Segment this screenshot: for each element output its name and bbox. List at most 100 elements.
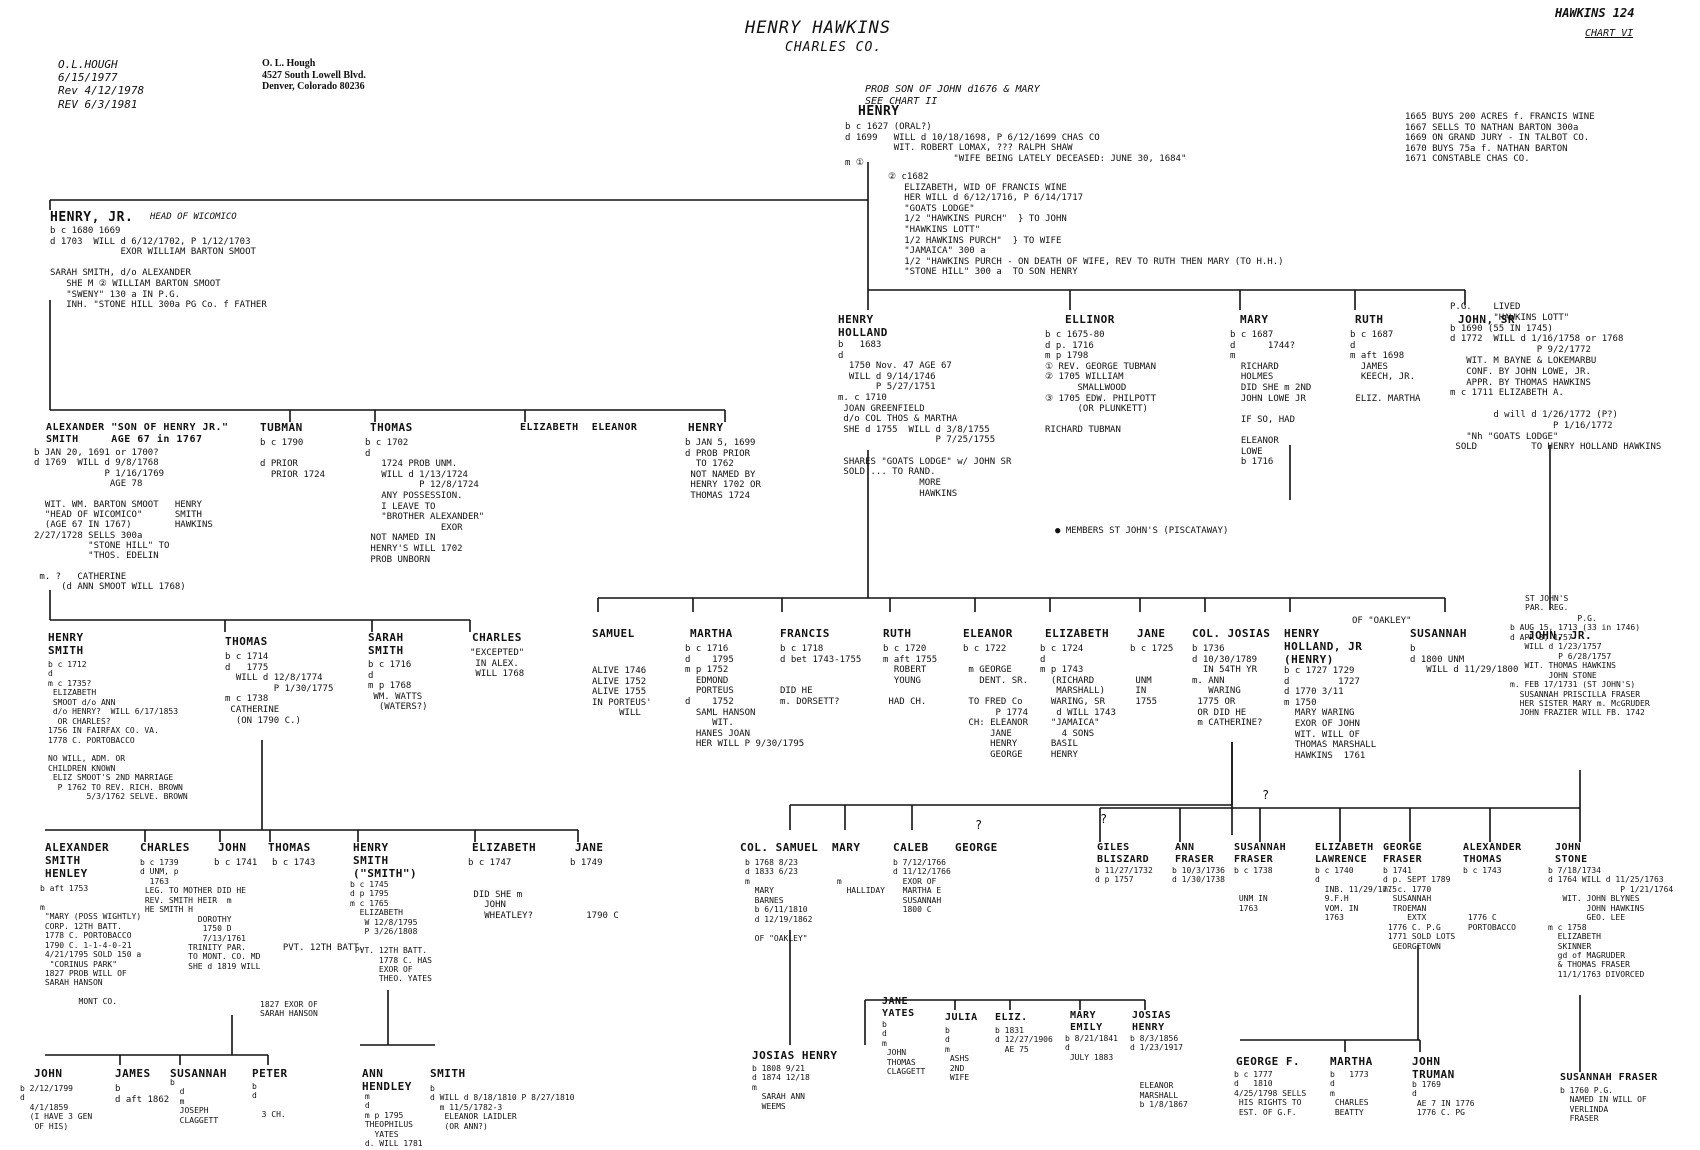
root-note: PROB SON OF JOHN d1676 & MARY SEE CHART … (865, 84, 1040, 107)
g3-alexander-name: ALEXANDER "SON OF HENRY JR." SMITH AGE 6… (46, 422, 229, 445)
g3-thomas-name: THOMAS (370, 421, 413, 434)
g5s-josias-henry-name: JOSIAS HENRY (752, 1049, 838, 1062)
g5s-eliz-details: b 1831 d 12/27/1906 AE 75 (995, 1026, 1053, 1054)
g3h-ruth-name: RUTH (883, 627, 912, 640)
g4j-susannah-name: SUSANNAH FRASER (1234, 842, 1287, 865)
g4j-elizabeth-details: b c 1740 d INB. 11/29/1775 9.F.H VOM. IN… (1315, 866, 1397, 923)
g4j-ann-name: ANN FRASER (1175, 842, 1215, 865)
root-side-note: 1665 BUYS 200 ACRES f. FRANCIS WINE 1667… (1405, 112, 1595, 165)
g4h-samuel-name: COL. SAMUEL (740, 841, 819, 854)
g3h-josias-name: COL. JOSIAS (1192, 627, 1271, 640)
g4h-caleb-details: b 7/12/1766 d 11/12/1766 EXOR OF MARTHA … (893, 858, 951, 915)
g3h-francis-name: FRANCIS (780, 627, 830, 640)
g3-alexander-details: b JAN 20, 1691 or 1700? d 1769 WILL d 9/… (34, 448, 213, 593)
g3-elizabeth-eleanor-name: ELIZABETH ELEANOR (520, 422, 638, 433)
g6-john-name: JOHN (34, 1067, 63, 1080)
g5s-mary-emily-name: MARY EMILY (1070, 1010, 1103, 1033)
g5s-mary-emily-details: b 8/21/1841 d JULY 1883 (1065, 1034, 1118, 1062)
g4-thomas-name: THOMAS (225, 635, 268, 648)
g3-henry-details: b JAN 5, 1699 d PROB PRIOR TO 1762 NOT N… (685, 438, 761, 502)
g6-peter-details: b d 3 CH. (252, 1082, 286, 1120)
gen2-henry-jr-details: b c 1680 1669 d 1703 WILL d 6/12/1702, P… (50, 226, 267, 311)
gen2-henry-holland-details: b 1683 d 1750 Nov. 47 AGE 67 WILL d 9/14… (838, 340, 1012, 499)
g4h-mary-details: m HALLIDAY (836, 876, 885, 896)
g3h-susannah-details: b d 1800 UNM WILL d 11/29/1800 (1410, 644, 1519, 676)
author-note: O.L.HOUGH 6/15/1977 Rev 4/12/1978 REV 6/… (58, 58, 145, 111)
gen2-mary-name: MARY (1240, 313, 1269, 326)
g4j-george-details: b 1741 d p. SEPT 1789 m. c. 1770 SUSANNA… (1383, 866, 1456, 951)
g6-ann-hendley-details: m d m p 1795 THEOPHILUS YATES d. WILL 17… (364, 1092, 423, 1149)
chart-title: HENRY HAWKINS (745, 18, 892, 38)
gen2-mary-details: b c 1687 d 1744? m RICHARD HOLMES DID SH… (1230, 330, 1312, 468)
g4j-george-name: GEORGE FRASER (1383, 842, 1423, 865)
g3h-susannah-name: SUSANNAH (1410, 627, 1467, 640)
gen2-henry-jr-role: HEAD OF WICOMICO (150, 212, 237, 222)
g6-peter-name: PETER (252, 1067, 288, 1080)
g5-susannah-frase-name: SUSANNAH FRASER (1560, 1072, 1658, 1083)
g5s-josias-henry-details: b 1808 9/21 d 1874 12/18 m SARAH ANN WEE… (752, 1064, 810, 1111)
g3h-martha-details: b c 1716 d 1795 m p 1752 EDMOND PORTEUS … (685, 644, 805, 750)
g6-smith-name: SMITH (430, 1067, 466, 1080)
g4j-alexander-details: b c 1743 1776 C PORTOBACCO (1463, 866, 1516, 932)
g3h-ruth-details: b c 1720 m aft 1755 ROBERT YOUNG HAD CH. (883, 644, 938, 708)
root-marriage-1: m ① (845, 158, 864, 168)
g4-henry-smith-name: HENRY SMITH (48, 631, 84, 657)
chart-reference: CHART VI (1585, 28, 1634, 39)
gen2-john-sr-details: P.G. LIVED "HAWKINS LOTT" b 1690 (55 IN … (1450, 302, 1662, 453)
g4j-john-stone-name: JOHN STONE (1555, 842, 1588, 865)
g4h-george-name: GEORGE (955, 841, 998, 854)
g5-henry-smith-name: HENRY SMITH ("SMITH") (353, 841, 418, 880)
g5-thomas-name: THOMAS (268, 841, 311, 854)
g5g-john-truman-name: JOHN TRUMAN (1412, 1055, 1455, 1081)
file-reference: HAWKINS 124 (1555, 6, 1635, 20)
author-address: O. L. Hough 4527 South Lowell Blvd. Denv… (262, 58, 366, 92)
g5-jane-name: JANE (575, 841, 604, 854)
chart-subtitle: CHARLES CO. (785, 40, 883, 55)
g6-james-details: b d aft 1862 (115, 1084, 170, 1105)
g6-john-details: b 2/12/1799 d 4/1/1859 (I HAVE 3 GEN OF … (20, 1084, 93, 1131)
g3-john-jr-details: P.G. b AUG 15, 1713 (33 in 1746) d APR 8… (1510, 614, 1650, 718)
g3h-josias-details: b 1736 d 10/30/1789 IN 54TH YR m. ANN WA… (1192, 644, 1263, 729)
g3-tubman-details: b c 1790 d PRIOR PRIOR 1724 (260, 438, 326, 480)
query-mark-2: ? (1262, 788, 1270, 802)
g4h-mary-name: MARY (832, 841, 861, 854)
g5-alexander-henley-details: b aft 1753 m "MARY (POSS WIGHTLY) CORP. … (40, 884, 142, 1007)
g3h-elizabeth-details: b c 1724 d m p 1743 (RICHARD MARSHALL) W… (1040, 644, 1116, 761)
g5g-martha-name: MARTHA (1330, 1055, 1373, 1068)
gen2-ellinor-details: b c 1675-80 d p. 1716 m p 1798 ① REV. GE… (1045, 330, 1157, 436)
g3h-elizabeth-name: ELIZABETH (1045, 627, 1110, 640)
g5g-martha-details: b 1773 d m CHARLES BEATTY (1330, 1070, 1369, 1117)
g5-charles-name: CHARLES (140, 841, 190, 854)
g5-henry-smith-details: b c 1745 d p 1795 m c 1765 ELIZABETH W 1… (350, 880, 432, 984)
g5s-julia-name: JULIA (945, 1012, 978, 1023)
g5-thomas-details: b c 1743 PVT. 12TH BATT. (272, 858, 365, 953)
g3-thomas-details: b c 1702 d 1724 PROB UNM. WILL d 1/13/17… (365, 438, 485, 565)
g4j-ann-details: b 10/3/1736 d 1/30/1738 (1172, 866, 1225, 885)
g5s-josias-henry-2-details: b 8/3/1856 d 1/23/1917 ELEANOR MARSHALL … (1130, 1034, 1188, 1110)
g4h-caleb-name: CALEB (893, 841, 929, 854)
g5g-john-truman-details: b 1769 d AE 7 IN 1776 1776 C. PG (1412, 1080, 1475, 1118)
gen2-henry-jr-name: HENRY, JR. (50, 210, 134, 225)
g3-john-jr-name: JOHN, JR. (1528, 629, 1593, 642)
g4-charles-details: "EXCEPTED" IN ALEX. WILL 1768 (470, 648, 525, 680)
g3h-samuel-name: SAMUEL (592, 627, 635, 640)
g4-henry-smith-details: b c 1712 d m c 1735? ELIZABETH SMOOT d/o… (48, 660, 188, 802)
g5g-george-f-details: b c 1777 d 1810 4/25/1798 SELLS HIS RIGH… (1234, 1070, 1307, 1117)
g4-charles-name: CHARLES (472, 631, 522, 644)
g3h-jane-details: b c 1725 UNM IN 1755 (1130, 644, 1174, 708)
g3h-henry-jr-details: b c 1727 1729 d 1727 d 1770 3/11 m 1750 … (1284, 666, 1377, 761)
g3h-samuel-details: ALIVE 1746 ALIVE 1752 ALIVE 1755 IN PORT… (592, 666, 652, 719)
g4-sarah-smith-details: b c 1716 d m p 1768 WM. WATTS (WATERS?) (368, 660, 428, 713)
g5s-julia-details: b d m ASHS 2ND WIFE (945, 1026, 970, 1083)
g4j-john-stone-details: b 7/18/1734 d 1764 WILL d 11/25/1763 P 1… (1548, 866, 1674, 979)
g5-elizabeth-name: ELIZABETH (472, 841, 537, 854)
query-mark: ? (975, 818, 983, 832)
g3h-eleanor-name: ELEANOR (963, 627, 1013, 640)
g3h-martha-name: MARTHA (690, 627, 733, 640)
gen2-ellinor-name: ELLINOR (1065, 313, 1115, 326)
connector-lines (45, 162, 1581, 1072)
root-details: b c 1627 (ORAL?) d 1699 WILL d 10/18/169… (845, 122, 1187, 164)
st-johns-register-note: ST JOHN'S PAR. REG. (1525, 594, 1569, 613)
oakley-note: OF "OAKLEY" (1352, 616, 1412, 626)
g4j-giles-name: GILES BLISZARD (1097, 842, 1150, 865)
